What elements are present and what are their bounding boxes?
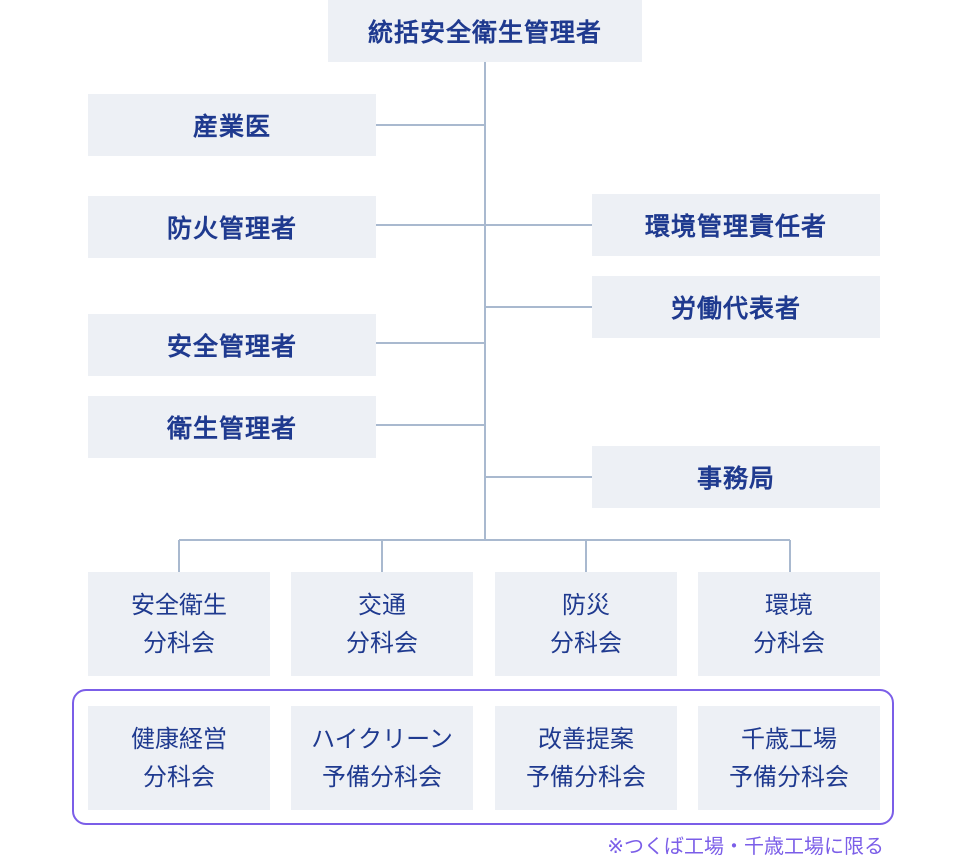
left-role-label: 衛生管理者 [166,414,297,443]
committee-box-4: 環境 分科会 [698,572,880,676]
sub-committee-line1: 改善提案 [538,725,634,753]
committee-box-3: 防災 分科会 [495,572,677,676]
sub-committee-line2: 予備分科会 [729,763,849,791]
sub-committee-group-frame [72,689,894,825]
right-role-label: 労働代表者 [670,294,801,323]
committee-box-2: 交通 分科会 [291,572,473,676]
right-role-label: 事務局 [696,464,775,493]
sub-committee-box-3: 改善提案 予備分科会 [495,706,677,810]
committee-line1: 交通 [358,591,406,619]
sub-committee-box-1: 健康経営 分科会 [88,706,270,810]
committee-line1: 環境 [765,591,813,619]
top-role-label: 統括安全衛生管理者 [367,18,602,47]
right-role-box-1: 環境管理責任者 [592,194,880,256]
committee-line2: 分科会 [346,629,418,657]
sub-committee-line1: ハイクリーン [311,725,453,753]
sub-committee-line1: 健康経営 [131,725,227,753]
left-role-box-2: 防火管理者 [88,196,376,258]
sub-committee-line2: 分科会 [143,763,215,791]
sub-committee-line2: 予備分科会 [526,763,646,791]
right-role-label: 環境管理責任者 [644,212,827,241]
top-role-box: 統括安全衛生管理者 [328,0,642,62]
committee-line2: 分科会 [753,629,825,657]
right-role-box-3: 事務局 [592,446,880,508]
sub-committee-box-2: ハイクリーン 予備分科会 [291,706,473,810]
sub-committee-box-4: 千歳工場 予備分科会 [698,706,880,810]
left-role-box-1: 産業医 [88,94,376,156]
right-role-box-2: 労働代表者 [592,276,880,338]
committee-box-1: 安全衛生 分科会 [88,572,270,676]
left-role-label: 安全管理者 [166,332,297,361]
sub-committee-line1: 千歳工場 [741,725,837,753]
committee-line2: 分科会 [143,629,215,657]
committee-line2: 分科会 [550,629,622,657]
left-role-box-3: 安全管理者 [88,314,376,376]
sub-committee-line2: 予備分科会 [322,763,442,791]
committee-line1: 安全衛生 [131,591,227,619]
footnote: ※つくば工場・千歳工場に限る [607,834,884,858]
left-role-label: 防火管理者 [166,214,297,243]
left-role-box-4: 衛生管理者 [88,396,376,458]
left-role-label: 産業医 [192,112,271,141]
committee-line1: 防災 [562,591,610,619]
